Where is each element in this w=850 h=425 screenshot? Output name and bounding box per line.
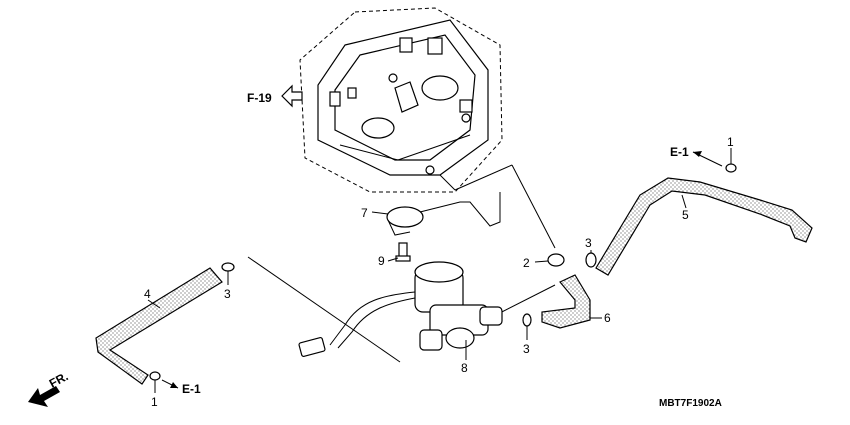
clamp-part-2: [547, 253, 565, 267]
part-label-6: 6: [604, 311, 611, 325]
part-label-5: 5: [682, 208, 689, 222]
ref-e1-top-label: E-1: [670, 145, 689, 159]
part-label-4: 4: [144, 287, 151, 301]
clamp-part-1-top: [725, 163, 737, 173]
ref-e1-bottom-label: E-1: [182, 382, 201, 396]
ref-f19-label: F-19: [247, 91, 272, 105]
part-label-1-bottom: 1: [151, 395, 158, 409]
bracket-part-7: [386, 192, 501, 236]
e1-bottom-arrow-icon: [170, 382, 178, 388]
e1-top-arrow-icon: [693, 151, 702, 157]
f19-arrow-icon: [281, 84, 303, 108]
bolt-part-9: [395, 242, 411, 262]
diagram-code: MBT7F1902A: [659, 398, 722, 409]
front-direction-arrow-icon: [28, 386, 60, 407]
part-label-3-bottom: 3: [523, 342, 530, 356]
part-label-3-right: 3: [585, 236, 592, 250]
hose-part-4: [95, 267, 223, 385]
clamp-part-3-left: [221, 262, 235, 272]
cylinder-head-cover: [317, 19, 489, 176]
part-label-9: 9: [378, 254, 385, 268]
hose-part-6: [541, 274, 591, 329]
clamp-part-3-bottom: [522, 313, 532, 327]
control-valve-part-8: [298, 261, 503, 358]
part-label-2: 2: [523, 256, 530, 270]
cover-assembly-boundary: [299, 7, 503, 193]
part-label-8: 8: [461, 361, 468, 375]
clamp-part-3-right: [585, 252, 597, 268]
part-label-7: 7: [361, 206, 368, 220]
hose-part-5: [595, 177, 813, 276]
part-label-1-top: 1: [727, 135, 734, 149]
clamp-part-1-bottom: [149, 371, 161, 381]
ref-fr-label: FR.: [47, 369, 71, 390]
part-label-3-left: 3: [224, 287, 231, 301]
